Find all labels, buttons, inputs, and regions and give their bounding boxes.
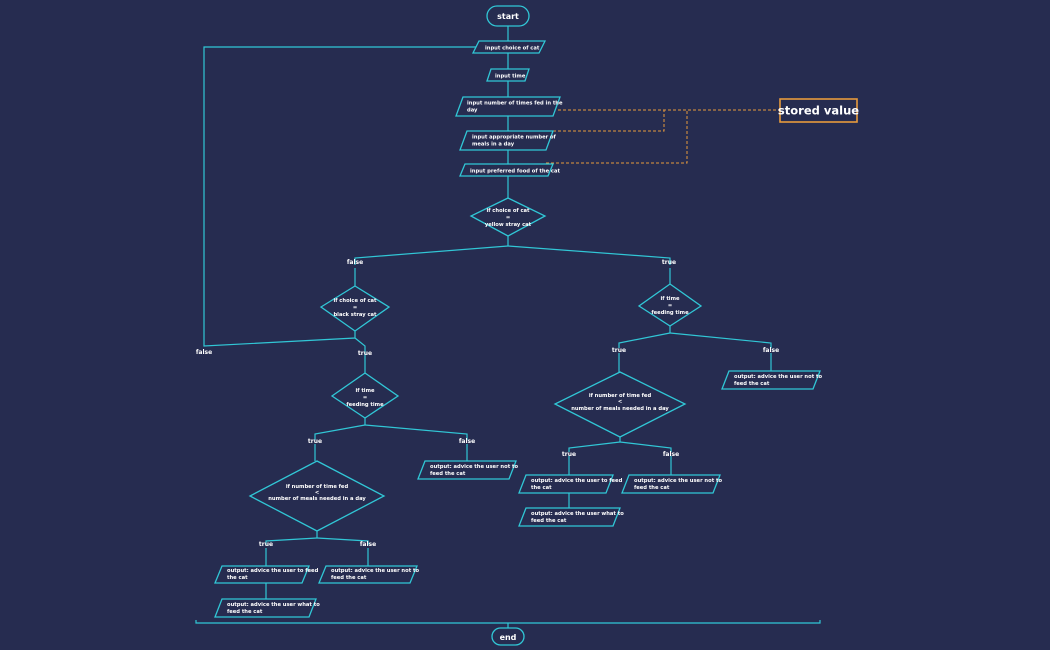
label-true-black: true [358, 350, 372, 357]
decision-time-right-line3: feeding time [651, 310, 689, 316]
output-not-feed-left-meals: output: advice the user not to feed the … [318, 565, 419, 584]
label-false-meals-left: false [360, 541, 376, 548]
decision-black-line2: = [353, 305, 357, 311]
decision-meals-right: if number of time fed < number of meals … [553, 371, 687, 438]
input-time-label: input time [495, 74, 526, 80]
decision-black-stray-cat: if choice of cat = black stray cat [319, 285, 391, 332]
decision-yellow-line2: = [506, 215, 510, 221]
output-not-left-time-line1: output: advice the user not to [430, 464, 518, 470]
output-not-right-meals-line2: feed the cat [634, 485, 670, 491]
start-label: start [497, 12, 519, 21]
decision-meals-right-line3: number of meals needed in a day [571, 406, 669, 412]
end-terminal: end [491, 627, 525, 646]
output-not-feed-left-time: output: advice the user not to feed the … [417, 460, 518, 480]
decision-time-left-line2: = [363, 395, 367, 401]
decision-time-left-line3: feeding time [346, 402, 384, 408]
start-terminal: start [486, 5, 530, 27]
decision-time-left-line1: if time [355, 388, 375, 394]
connectors [195, 26, 821, 628]
output-not-feed-right-meals: output: advice the user not to feed the … [621, 474, 722, 494]
input-times-fed-line2: day [467, 108, 478, 114]
decision-meals-left: if number of time fed < number of meals … [248, 460, 386, 532]
input-meals-line1: input appropriate number of [472, 135, 557, 141]
output-feed-left: output: advice the user to feed the cat [214, 565, 319, 584]
output-what-right-line1: output: advice the user what to [531, 511, 624, 517]
decision-time-left: if time = feeding time [330, 372, 400, 419]
output-feed-right-line1: output: advice the user to feed [531, 478, 623, 484]
label-false-time-left: false [459, 438, 475, 445]
label-true-yellow: true [662, 259, 676, 266]
decision-black-line1: if choice of cat [333, 298, 377, 304]
branch-labels: false true false true true false true fa… [196, 259, 779, 548]
input-appropriate-meals: input appropriate number of meals in a d… [459, 130, 557, 151]
label-true-meals-right: true [562, 451, 576, 458]
input-preferred-food: input preferred food of the cat [459, 163, 560, 177]
output-not-left-meals-line1: output: advice the user not to [331, 568, 419, 574]
decision-yellow-line1: if choice of cat [486, 208, 530, 214]
input-preferred-food-label: input preferred food of the cat [470, 169, 560, 175]
output-what-right-line2: feed the cat [531, 518, 567, 524]
label-false-meals-right: false [663, 451, 679, 458]
output-feed-left-line1: output: advice the user to feed [227, 568, 319, 574]
input-choice-of-cat-label: input choice of cat [485, 46, 540, 52]
decision-yellow-line3: yellow stray cat [485, 222, 532, 228]
input-time: input time [486, 68, 530, 82]
label-true-time-right: true [612, 347, 626, 354]
output-what-right: output: advice the user what to feed the… [518, 507, 624, 527]
decision-time-right: if time = feeding time [637, 283, 703, 327]
decision-black-line3: black stray cat [333, 312, 377, 318]
decision-time-right-line1: if time [660, 296, 680, 302]
decision-meals-right-line2: < [618, 399, 622, 405]
decision-meals-left-line2: < [315, 490, 319, 496]
label-true-time-left: true [308, 438, 322, 445]
output-not-left-meals-line2: feed the cat [331, 575, 367, 581]
input-times-fed-line1: input number of times fed in the [467, 101, 563, 107]
output-what-left: output: advice the user what to feed the… [214, 598, 320, 618]
output-feed-right: output: advice the user to feed the cat [518, 474, 623, 494]
output-what-left-line1: output: advice the user what to [227, 602, 320, 608]
label-false-black: false [196, 349, 212, 356]
label-true-meals-left: true [259, 541, 273, 548]
input-times-fed: input number of times fed in the day [455, 96, 563, 117]
input-choice-of-cat: input choice of cat [471, 40, 547, 54]
output-feed-left-line2: the cat [227, 575, 248, 581]
decision-yellow-stray-cat: if choice of cat = yellow stray cat [469, 197, 547, 237]
output-not-right-meals-line1: output: advice the user not to [634, 478, 722, 484]
decision-time-right-line2: = [668, 303, 672, 309]
decision-meals-right-line1: if number of time fed [589, 393, 652, 399]
decision-meals-left-line1: if number of time fed [286, 484, 349, 490]
input-meals-line2: meals in a day [472, 142, 515, 148]
stored-value-label: stored value [778, 104, 859, 118]
output-feed-right-line2: the cat [531, 485, 552, 491]
output-not-left-time-line2: feed the cat [430, 471, 466, 477]
stored-value-box: stored value [778, 98, 859, 123]
output-not-right-time-line1: output: advice the user not to [734, 374, 822, 380]
label-false-time-right: false [763, 347, 779, 354]
output-not-feed-right-time: output: advice the user not to feed the … [721, 370, 822, 390]
end-label: end [500, 633, 517, 642]
decision-meals-left-line3: number of meals needed in a day [268, 496, 366, 502]
output-what-left-line2: feed the cat [227, 609, 263, 615]
label-false-yellow: false [347, 259, 363, 266]
output-not-right-time-line2: feed the cat [734, 381, 770, 387]
